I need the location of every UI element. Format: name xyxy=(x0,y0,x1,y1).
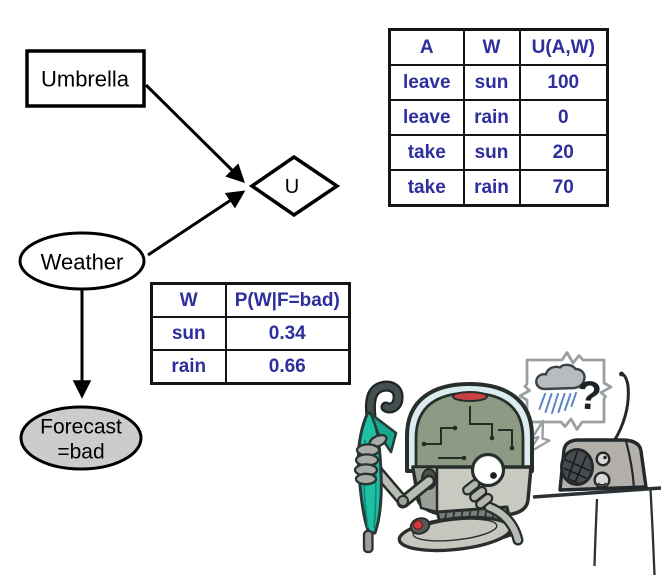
circuit-dots xyxy=(421,425,515,461)
robot-base-rim xyxy=(412,518,498,542)
table-row: leave rain 0 xyxy=(388,99,609,136)
utility-col-w: W xyxy=(462,28,521,66)
cell: 0.34 xyxy=(224,316,351,351)
antenna-icon xyxy=(612,372,630,443)
edge-umbrella-to-utility xyxy=(144,83,245,183)
umbrella-node-label: Umbrella xyxy=(41,67,130,92)
bubble-outline xyxy=(518,351,613,431)
umbrella-flap xyxy=(369,412,398,454)
table-row: sun 0.34 xyxy=(150,316,351,351)
utility-table: A W U(A,W) leave sun 100 leave rain 0 ta… xyxy=(388,28,609,207)
umbrella-icon xyxy=(353,380,404,554)
forecast-node-label-line1: Forecast xyxy=(40,416,122,439)
cell: 70 xyxy=(518,169,609,207)
cell: sun xyxy=(462,64,521,101)
cell: rain xyxy=(462,169,521,207)
cell: leave xyxy=(388,99,465,136)
table-row: leave sun 100 xyxy=(388,64,609,101)
robot-pupil xyxy=(490,472,497,479)
table-row: rain 0.66 xyxy=(150,349,351,385)
antenna-tip xyxy=(619,371,624,377)
cell: sun xyxy=(150,316,227,351)
cell: take xyxy=(388,134,465,171)
cell: rain xyxy=(150,349,227,385)
utility-col-a: A xyxy=(388,28,465,66)
cell: rain xyxy=(462,99,521,136)
cell: 100 xyxy=(518,64,609,101)
weather-node xyxy=(18,231,146,291)
utility-node xyxy=(248,154,341,218)
probability-table-header-row: W P(W|F=bad) xyxy=(150,282,351,318)
umbrella-node xyxy=(25,49,146,108)
gripping-fingers xyxy=(353,433,388,486)
edge-weather-to-utility xyxy=(147,190,246,257)
rain-lines xyxy=(538,392,577,414)
probability-table: W P(W|F=bad) sun 0.34 rain 0.66 xyxy=(150,282,351,385)
umbrella-handle xyxy=(367,382,402,421)
forecast-node-label-line2: =bad xyxy=(57,441,104,464)
forecast-node xyxy=(19,405,143,471)
weather-node-label: Weather xyxy=(41,250,124,275)
cell: take xyxy=(388,169,465,207)
cell: sun xyxy=(462,134,521,171)
umbrella-tip xyxy=(362,529,374,554)
knob-notch xyxy=(597,482,607,486)
cell: 20 xyxy=(518,134,609,171)
prob-col-w: W xyxy=(150,282,227,318)
knob-dot xyxy=(603,455,607,460)
utility-node-label: U xyxy=(285,176,299,198)
radio-icon xyxy=(558,371,648,492)
utility-col-u: U(A,W) xyxy=(518,28,609,66)
radio-knob-small xyxy=(595,451,611,467)
desk-lines xyxy=(532,486,661,575)
decision-network: Umbrella U Weather Forecast =bad xyxy=(18,49,341,471)
utility-table-header-row: A W U(A,W) xyxy=(388,28,609,66)
cell: 0.66 xyxy=(224,349,351,385)
robot-icon xyxy=(368,382,534,553)
table-row: take sun 20 xyxy=(388,134,609,171)
radio-side-edge xyxy=(624,440,636,489)
brain-circuits xyxy=(424,406,513,459)
cell: 0 xyxy=(518,99,609,136)
base-red-light xyxy=(413,520,423,530)
robot-right-arm xyxy=(462,478,524,546)
cell: leave xyxy=(388,64,465,101)
prob-col-p: P(W|F=bad) xyxy=(224,282,351,318)
table-row: take rain 70 xyxy=(388,169,609,207)
robot-led xyxy=(452,391,488,402)
rain-cloud-icon xyxy=(535,363,586,414)
question-mark-text: ? xyxy=(575,373,602,419)
speech-bubble-icon: ? xyxy=(518,351,613,455)
